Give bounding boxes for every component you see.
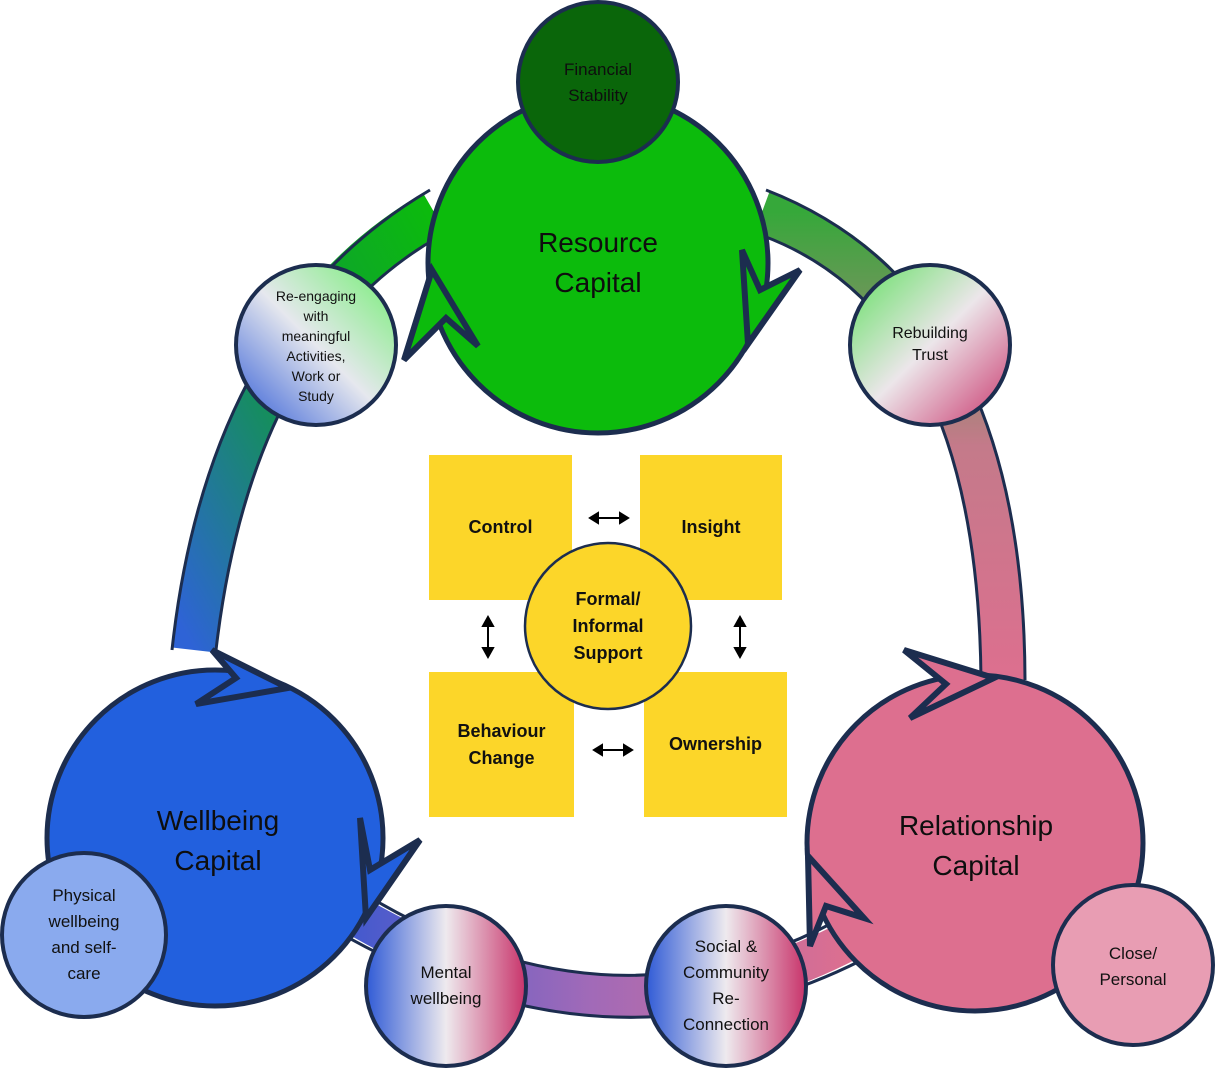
behaviour-change-label: Behaviour Change <box>457 720 546 768</box>
double-arrow-right <box>733 614 747 660</box>
rebuilding-trust-label: Rebuilding Trust <box>892 325 968 364</box>
double-arrow-top <box>588 511 630 525</box>
reengaging-label: Re-engaging with meaningful Activities, … <box>275 288 357 404</box>
rebuilding-trust-circle <box>848 263 1012 427</box>
physical-wellbeing-label: Physical wellbeing and self- care <box>48 886 120 983</box>
social-community-label: Social & Community Re- Connection <box>682 937 769 1034</box>
resource-capital-label: Resource Capital <box>538 227 658 298</box>
control-label: Control <box>468 517 533 537</box>
relationship-capital-label: Relationship Capital <box>898 810 1054 881</box>
support-label: Formal/ Informal Support <box>572 588 644 663</box>
wellbeing-capital-label: Wellbeing Capital <box>156 805 280 876</box>
social-community-circle <box>644 904 808 1068</box>
arrowhead-left-up <box>401 262 481 363</box>
arrowhead-right-down <box>739 248 803 353</box>
double-arrow-left <box>481 614 495 660</box>
double-arrow-bottom <box>592 743 634 757</box>
behaviour-change-box <box>429 672 574 817</box>
financial-stability-circle <box>516 0 680 164</box>
physical-wellbeing-circle <box>0 851 168 1019</box>
arrowhead-relationship-left <box>902 647 1003 721</box>
mental-wellbeing-circle <box>364 904 528 1068</box>
financial-stability-label: Financial Stability <box>563 60 633 105</box>
support-circle <box>523 541 693 711</box>
arrowhead-wellbeing-down <box>357 817 423 927</box>
close-personal-label: Close/ Personal <box>1099 944 1167 989</box>
insight-label: Insight <box>681 517 741 537</box>
ownership-label: Ownership <box>668 734 762 754</box>
close-personal-circle <box>1051 883 1215 1047</box>
arrowhead-relationship-down <box>804 848 874 948</box>
mental-wellbeing-label: Mental wellbeing <box>410 963 482 1008</box>
reengaging-circle <box>234 263 398 427</box>
ownership-box <box>644 672 787 817</box>
arrowhead-wellbeing-right <box>194 647 298 707</box>
